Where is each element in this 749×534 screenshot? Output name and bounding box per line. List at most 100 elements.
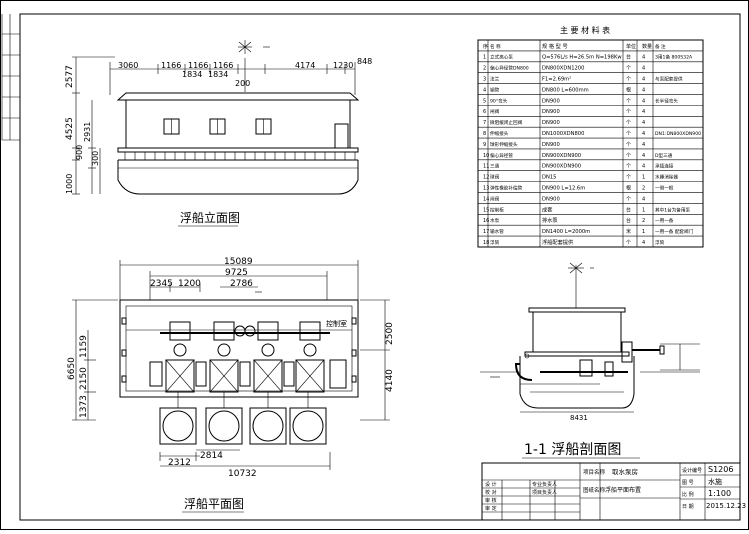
bom-cell: 个	[626, 120, 631, 126]
plan-dim-row-0: 2345	[150, 279, 173, 289]
inner-border	[19, 13, 741, 521]
bom-cell: 个	[626, 164, 631, 170]
bom-cell: 4	[642, 142, 645, 148]
bom-cell: DN900XDN900	[542, 153, 581, 159]
bom-cell: 伸缩接头	[490, 130, 509, 137]
meta-label-4: 日 期	[682, 504, 694, 510]
plan-right-dim-0: 2500	[385, 322, 395, 345]
section-dim: 8431	[570, 414, 588, 422]
elevation-view: 3060 1166 1166 1166 4174 1230 848 1834 1…	[65, 40, 372, 227]
bom-cell: 6	[483, 109, 486, 115]
bom-cell: 1	[642, 207, 645, 213]
bom-cell: 1	[483, 55, 486, 61]
bom-header-cell: 规 格 型 号	[542, 42, 568, 50]
bom-cell: 18	[483, 240, 489, 246]
elev-dim-top-6: 848	[357, 57, 372, 66]
elev-dim-top-5: 1230	[333, 61, 353, 70]
float-tanks	[159, 407, 327, 445]
bom-cell: 个	[626, 98, 631, 104]
bom-cell: DN900	[542, 196, 560, 202]
bom-cell: 1	[642, 175, 645, 181]
bom-cell: 与泵配套提供	[655, 76, 683, 83]
bom-cell: 11	[483, 164, 489, 170]
bom-cell: 13	[483, 185, 489, 191]
plan-bottom-dim-1: 2814	[200, 451, 223, 461]
project-value: 取水泵房	[612, 467, 638, 476]
bom-cell: 4	[642, 77, 645, 83]
bom-cell: 偏心异径管	[490, 152, 513, 159]
bom-cell: 排水泵	[542, 216, 558, 224]
bom-cell: 钢管	[490, 86, 500, 93]
plan-bottom-total: 10732	[228, 469, 257, 479]
elevation-title: 浮船立面图	[180, 210, 240, 225]
bom-cell: 个	[626, 175, 631, 181]
plan-dim-9725: 9725	[225, 268, 248, 278]
bom-cell: 个	[626, 240, 631, 246]
bom-cell: DN900	[542, 142, 560, 148]
bom-cell: 2	[483, 66, 486, 72]
role-approve: 审 定	[485, 505, 497, 512]
bom-cell: 法兰	[490, 76, 500, 83]
bom-cell: 4	[642, 109, 645, 115]
meta-value-1: S1206	[708, 465, 733, 474]
bom-cell: 弹性橡胶补偿管	[490, 184, 523, 191]
bom-title: 主 要 材 料 表	[560, 25, 610, 35]
mast-light-icon	[568, 262, 594, 308]
elev-dim-center: 200	[235, 79, 250, 88]
bom-cell: 5	[483, 98, 486, 104]
mast-light-icon	[238, 40, 270, 92]
bom-cell: Q=576L/s H=26.5m N=198Kw	[542, 55, 622, 61]
elev-dim-top-4: 4174	[295, 61, 315, 70]
bom-cell: 个	[626, 131, 631, 137]
bom-cell: 输水管	[490, 228, 504, 235]
bom-cell: 一侧一根	[655, 184, 674, 191]
title-block	[481, 462, 741, 521]
bom-cell: DN900XDN900	[542, 164, 581, 170]
plan-left-dim-3: 1373	[79, 395, 89, 418]
role-pm: 项目负责人	[532, 489, 557, 496]
bom-cell: 4	[642, 120, 645, 126]
bom-cell: DN800XDN1200	[542, 66, 584, 72]
bom-header-cell: 数量	[642, 43, 652, 50]
plan-title: 浮船平面图	[184, 497, 244, 511]
bom-cell: 浮筒	[655, 239, 665, 246]
bom-cell: 4	[483, 87, 486, 93]
plan-view: 15089 9725 2345 1200 2786	[67, 257, 395, 513]
bom-cell: 台	[626, 54, 631, 61]
bom-cell: 闸阀	[490, 195, 500, 202]
elev-dim-sub-1: 1834	[208, 70, 228, 79]
elev-dim-left-4: 300	[91, 151, 100, 166]
pump-unit-4	[283, 321, 325, 393]
plan-left-dim-2: 2150	[79, 367, 89, 390]
elev-dim-left-0: 2577	[65, 65, 75, 88]
bom-cell: 4	[642, 87, 645, 93]
bom-cell: 承插连接	[655, 163, 674, 170]
bom-cell: 个	[626, 109, 631, 115]
bom-cell: 根	[626, 184, 631, 191]
bom-cell: 其中1台为备用泵	[655, 206, 690, 213]
bom-cell: 17	[483, 229, 489, 235]
bom-cell: 球阀	[490, 174, 500, 181]
bom-cell: 4	[642, 66, 645, 72]
bom-cell: 9	[483, 142, 486, 148]
bom-cell: DN900 L=12.6m	[542, 185, 585, 191]
elev-dim-left-5: 1000	[65, 174, 74, 194]
bom-cell: 一用一备 配套阀门	[655, 228, 694, 235]
bom-cell: DN15	[542, 175, 556, 181]
role-lead: 专业负责人	[532, 481, 557, 488]
bom-cell: 三通	[490, 163, 500, 170]
bom-cell: 12	[483, 175, 489, 181]
bom-cell: 闸阀	[490, 108, 500, 115]
meta-label-1: 设计编号	[682, 467, 702, 474]
meta-value-4: 2015.12.23	[706, 502, 746, 510]
bom-cell: 14	[483, 196, 489, 202]
plan-dim-2786: 2786	[230, 279, 253, 289]
plan-bottom-dim-0: 2312	[168, 458, 191, 468]
bom-cell: 3	[483, 77, 486, 83]
plan-dim-row-1: 1200	[178, 279, 201, 289]
project-label: 项目名称	[583, 468, 606, 476]
binding-strip	[1, 14, 20, 141]
